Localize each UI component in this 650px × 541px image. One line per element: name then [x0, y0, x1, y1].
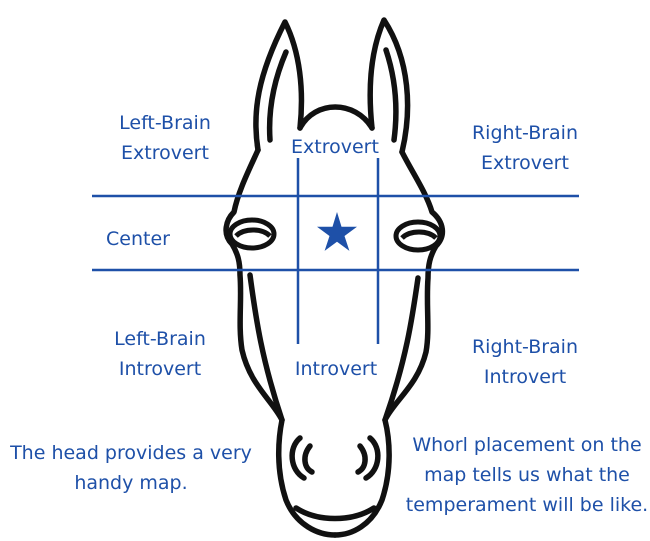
left-ear-inner — [270, 52, 286, 140]
label-center: Center — [98, 224, 178, 254]
label-line: Extrovert — [450, 148, 600, 178]
label-line: Center — [98, 224, 178, 254]
label-line: Left-Brain — [95, 108, 235, 138]
right-eye-lid — [402, 232, 436, 238]
right-ear-inner — [386, 50, 396, 140]
left-ear — [256, 22, 302, 150]
right-nostril-inner — [358, 446, 365, 472]
label-line: Right-Brain — [450, 118, 600, 148]
left-nostril-inner — [305, 446, 312, 472]
label-left-brain-extrovert: Left-Brain Extrovert — [95, 108, 235, 168]
label-right-brain-extrovert: Right-Brain Extrovert — [450, 118, 600, 178]
star-icon — [317, 212, 357, 251]
mouth — [296, 508, 374, 519]
note-left: The head provides a very handy map. — [4, 438, 258, 498]
label-line: Left-Brain — [90, 324, 230, 354]
label-line: Right-Brain — [452, 332, 598, 362]
poll — [300, 107, 372, 128]
label-right-brain-introvert: Right-Brain Introvert — [452, 332, 598, 392]
label-left-brain-introvert: Left-Brain Introvert — [90, 324, 230, 384]
label-line: Extrovert — [95, 138, 235, 168]
note-right: Whorl placement on the map tells us what… — [405, 430, 649, 541]
label-line: Introvert — [90, 354, 230, 384]
label-line: Extrovert — [268, 132, 402, 162]
label-line: Introvert — [452, 362, 598, 392]
label-extrovert: Extrovert — [268, 132, 402, 162]
label-introvert: Introvert — [276, 354, 396, 384]
label-line: Introvert — [276, 354, 396, 384]
left-eye-lid — [236, 230, 270, 236]
